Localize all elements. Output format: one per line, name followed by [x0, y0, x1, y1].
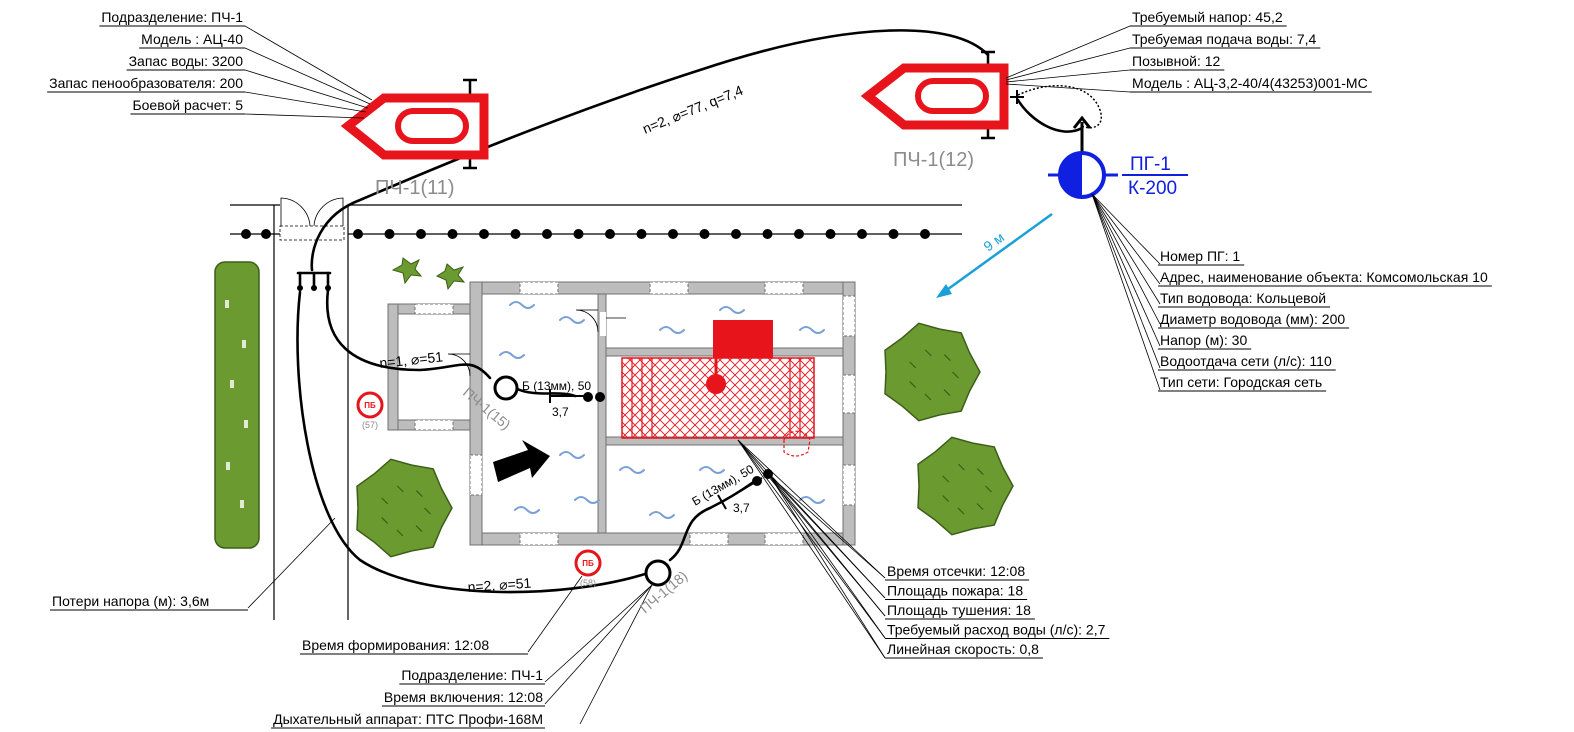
nozzle-top-flow: 3,7 — [552, 405, 569, 419]
fire-truck-left: ПЧ-1(11) — [340, 78, 489, 199]
hydrant-marker-label: ПБ — [364, 401, 376, 410]
spread-direction-arrow — [493, 440, 550, 482]
nozzle-top-spec: Б (13мм), 50 — [522, 379, 591, 393]
hydrant-info-line: Напор (м): 30 — [1160, 332, 1247, 348]
hedge — [214, 261, 260, 549]
truck-left-caption: ПЧ-1(11) — [375, 177, 455, 199]
truck-right-info-line: Модель : АЦ-3,2-40/4(43253)001-МС — [1132, 75, 1368, 91]
branch-bottom-hose-label: n=2, ⌀=51 — [467, 575, 532, 595]
hydrant-marker-number: (57) — [362, 420, 378, 430]
truck-right-info-line: Требуемый напор: 45,2 — [1132, 9, 1283, 25]
site-fence — [230, 197, 962, 620]
hydrant-marker-57: ПБ (57) — [356, 391, 384, 430]
crew-info-line: Время включения: 12:08 — [384, 689, 543, 705]
hydrant-marker-number: (58) — [580, 578, 596, 588]
building — [387, 281, 856, 546]
hydrant-info: Номер ПГ: 1 Адрес, наименование объекта: … — [1158, 248, 1492, 392]
main-hose-label: n=2, ⌀=77, q=7,4 — [640, 82, 745, 137]
fire-info-line: Площадь тушения: 18 — [887, 602, 1031, 618]
crew-info-line: Дыхательный аппарат: ПТС Профи-168М — [273, 711, 543, 727]
truck-left-info-line: Запас пенообразователя: 200 — [49, 75, 243, 91]
hydrant-info-line: Номер ПГ: 1 — [1160, 248, 1240, 264]
fire-info-line: Линейная скорость: 0,8 — [887, 641, 1039, 657]
fire-zone — [621, 320, 815, 457]
truck-right-info-line: Позывной: 12 — [1132, 53, 1221, 69]
nozzle-bottom — [644, 469, 773, 587]
fire-info-line: Площадь пожара: 18 — [887, 583, 1023, 599]
branch-top-hose-label: n=1, ⌀=51 — [379, 348, 444, 371]
fire-info-line: Время отсечки: 12:08 — [887, 563, 1025, 579]
crew-info-line: Подразделение: ПЧ-1 — [401, 667, 543, 683]
fire-truck-right: ПЧ-1(12) — [860, 50, 1009, 171]
hydrant-marker-58: ПБ (58) — [574, 549, 602, 588]
truck-left-info-line: Подразделение: ПЧ-1 — [101, 9, 243, 25]
truck-left-info-line: Боевой расчет: 5 — [132, 97, 243, 113]
hydrant-info-line: Адрес, наименование объекта: Комсомольск… — [1160, 269, 1488, 285]
formation-time-label: Время формирования: 12:08 — [302, 637, 489, 653]
fire-info-line: Требуемый расход воды (л/с): 2,7 — [887, 622, 1106, 638]
hydrant: ПГ-1 К-200 — [1048, 115, 1188, 199]
hydrant-info-line: Тип водовода: Кольцевой — [1160, 290, 1326, 306]
truck-right-info-line: Требуемая подача воды: 7,4 — [1132, 31, 1317, 47]
hose-loss: Потери напора (м): 3,6м — [50, 593, 248, 611]
distance-arrow: 9 м — [936, 212, 1053, 298]
small-plant — [391, 257, 466, 291]
hose-loss-label: Потери напора (м): 3,6м — [52, 593, 209, 609]
tree — [356, 322, 1014, 558]
leader-lines — [244, 25, 1161, 725]
hydrant-marker-label: ПБ — [582, 559, 594, 568]
nozzle-top — [493, 375, 605, 403]
truck-left-info-line: Запас воды: 3200 — [129, 53, 244, 69]
nozzle-bottom-flow: 3,7 — [733, 501, 750, 515]
hydrant-type: К-200 — [1128, 178, 1177, 199]
hydrant-info-line: Тип сети: Городская сеть — [1160, 374, 1322, 390]
truck-right-caption: ПЧ-1(12) — [893, 149, 974, 171]
hydrant-info-line: Водоотдача сети (л/с): 110 — [1160, 353, 1332, 369]
truck-left-info-line: Модель : АЦ-40 — [141, 31, 243, 47]
hydrant-info-line: Диаметр водовода (мм): 200 — [1160, 311, 1345, 327]
formation-time: Время формирования: 12:08 — [300, 637, 528, 655]
hydrant-name: ПГ-1 — [1130, 154, 1171, 175]
